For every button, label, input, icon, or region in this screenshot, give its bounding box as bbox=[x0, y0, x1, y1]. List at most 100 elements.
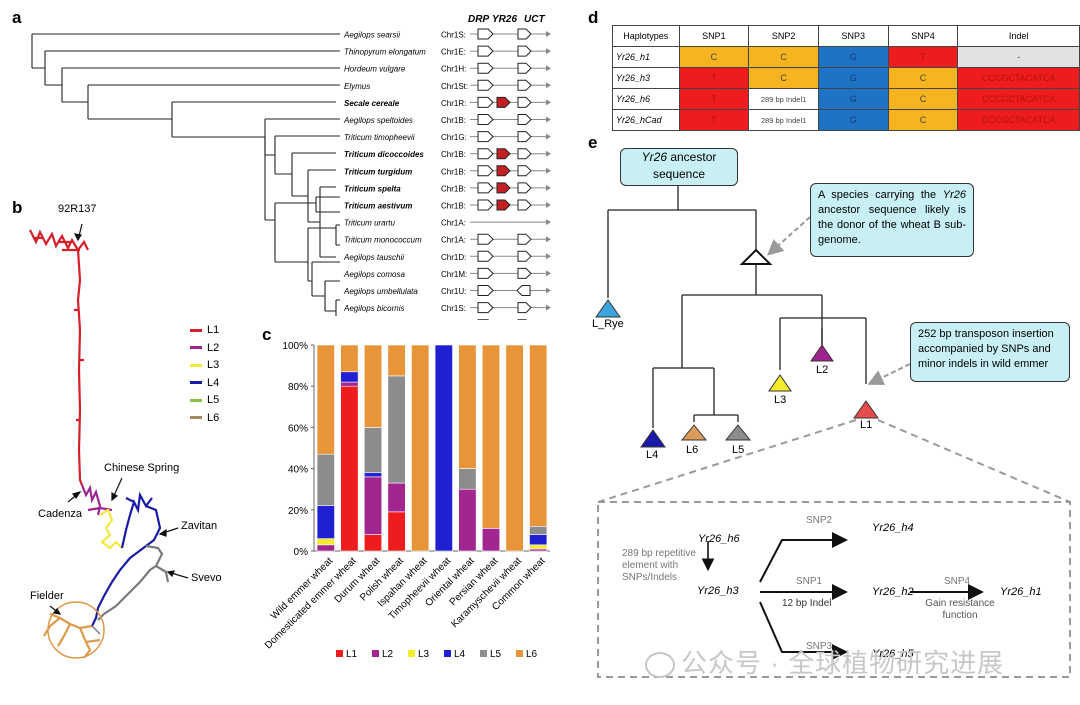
drp-gene-icon bbox=[477, 199, 494, 211]
table-cell: - bbox=[957, 46, 1080, 68]
bar-segment-l5 bbox=[387, 375, 406, 484]
table-cell: 289 bp Indel1 bbox=[748, 88, 819, 110]
chart-legend-swatch bbox=[480, 650, 487, 657]
table-header: SNP2 bbox=[748, 25, 819, 47]
bar-segment-l3 bbox=[529, 544, 548, 550]
drp-gene-icon bbox=[477, 62, 494, 74]
table-cell: C bbox=[748, 46, 819, 68]
uct-gene-icon bbox=[516, 285, 531, 296]
chromosome-arrowhead bbox=[546, 65, 551, 72]
bar-segment-l5 bbox=[316, 453, 335, 506]
chromosome-label: Chr1S: bbox=[441, 304, 466, 313]
drp-gene-icon bbox=[477, 233, 494, 245]
chromosome-arrowhead bbox=[546, 48, 551, 55]
drp-gene-icon bbox=[477, 79, 494, 91]
bar-segment-l6 bbox=[363, 344, 383, 428]
label-l1: L1 bbox=[860, 419, 873, 431]
chromosome-arrowhead bbox=[546, 150, 551, 157]
drp-gene-icon bbox=[477, 285, 494, 296]
bar-segment-l2 bbox=[458, 488, 477, 552]
yr26-gene-icon bbox=[496, 96, 511, 108]
yr26-gene-icon bbox=[496, 148, 511, 160]
table-cell: CCCGCTACATCA bbox=[957, 109, 1080, 131]
label-l5: L5 bbox=[732, 444, 745, 456]
chart-legend-label: L1 bbox=[346, 649, 358, 660]
drp-gene-icon bbox=[477, 302, 494, 314]
species-name: Aegilops comosa bbox=[343, 270, 405, 279]
table-cell: C bbox=[887, 88, 959, 110]
uct-gene-icon bbox=[517, 182, 532, 194]
uct-gene-icon bbox=[517, 148, 532, 160]
label-cadenza: Cadenza bbox=[38, 508, 83, 520]
bar-segment-l2 bbox=[529, 548, 548, 552]
chromosome-arrowhead bbox=[546, 202, 551, 208]
chromosome-label: Chr1E: bbox=[441, 48, 466, 57]
yr26-gene-icon bbox=[496, 182, 511, 194]
donor-callout-gene: Yr26 bbox=[942, 189, 966, 201]
bar-segment-l4 bbox=[316, 505, 335, 539]
y-tick-label: 100% bbox=[282, 341, 308, 352]
chromosome-arrowhead bbox=[546, 116, 551, 123]
haplotype-name: Yr26_hCad bbox=[612, 109, 680, 131]
table-cell: CCCGCTACATCA bbox=[957, 88, 1080, 110]
species-name: Triticum dicoccoides bbox=[344, 150, 424, 159]
legend-item: L2 bbox=[190, 340, 219, 358]
drp-gene-icon bbox=[477, 114, 494, 125]
table-cell: G bbox=[817, 67, 889, 89]
label-chinese-spring: Chinese Spring bbox=[104, 462, 180, 474]
table-cell: CCCGCTACATCA bbox=[957, 67, 1080, 89]
uct-gene-icon bbox=[517, 45, 532, 57]
bar-segment-l2 bbox=[481, 528, 501, 552]
legend-item: L6 bbox=[190, 410, 219, 428]
ancestor-line2: sequence bbox=[652, 167, 706, 181]
chromosome-label: Chr1G: bbox=[441, 133, 467, 142]
chromosome-arrowhead bbox=[546, 99, 551, 106]
species-name: Triticum monococcum bbox=[344, 236, 422, 245]
node-ancestor-triangle bbox=[739, 248, 773, 265]
y-tick-label: 0% bbox=[294, 547, 309, 558]
haplotype-name: Yr26_h3 bbox=[612, 67, 680, 89]
species-name: Thinopyrum elongatum bbox=[344, 48, 426, 57]
legend-label: L1 bbox=[207, 324, 220, 336]
haplotype-h2: Yr26_h2 bbox=[872, 586, 914, 598]
chromosome-arrowhead bbox=[546, 287, 551, 294]
legend-swatch bbox=[190, 416, 202, 420]
uct-gene-icon bbox=[517, 267, 532, 279]
chromosome-arrowhead bbox=[546, 184, 551, 191]
chart-legend-swatch bbox=[336, 650, 343, 657]
ancestor-sequence-box: Yr26 ancestor sequence bbox=[620, 148, 738, 186]
bar-segment-l4 bbox=[529, 534, 548, 546]
species-name: Aegilops umbellulata bbox=[343, 287, 418, 296]
drp-gene-icon bbox=[477, 28, 494, 40]
uct-gene-icon bbox=[517, 114, 532, 125]
chromosome-label: Chr1B: bbox=[441, 150, 466, 159]
node-l4-triangle bbox=[640, 429, 666, 448]
yr26-gene-icon bbox=[496, 199, 511, 211]
yr26-gene-icon bbox=[496, 165, 511, 177]
drp-gene-icon bbox=[477, 165, 494, 177]
panel-label-c: c bbox=[262, 325, 272, 344]
donor-callout-pre: A species carrying the bbox=[818, 189, 943, 201]
chart-legend-label: L2 bbox=[382, 649, 394, 660]
wechat-icon bbox=[645, 652, 675, 679]
bar-segment-l5 bbox=[529, 525, 548, 535]
species-name: Secale cereale bbox=[344, 99, 400, 108]
drp-gene-icon bbox=[477, 250, 494, 262]
label-l3: L3 bbox=[774, 394, 787, 406]
drp-gene-icon bbox=[477, 45, 494, 57]
species-name: Elymus bbox=[344, 82, 370, 91]
species-name: Aegilops bicornis bbox=[343, 304, 404, 313]
legend-swatch bbox=[190, 398, 202, 402]
chromosome-label: Chr1A: bbox=[441, 219, 466, 228]
ancestor-label: ancestor bbox=[667, 150, 717, 164]
snp4-label: SNP4 bbox=[944, 576, 971, 587]
label-zavitan: Zavitan bbox=[181, 520, 218, 532]
haplotype-h6: Yr26_h6 bbox=[698, 533, 740, 545]
table-header: Haplotypes bbox=[612, 25, 680, 47]
species-name: Aegilops speltoides bbox=[343, 116, 413, 125]
